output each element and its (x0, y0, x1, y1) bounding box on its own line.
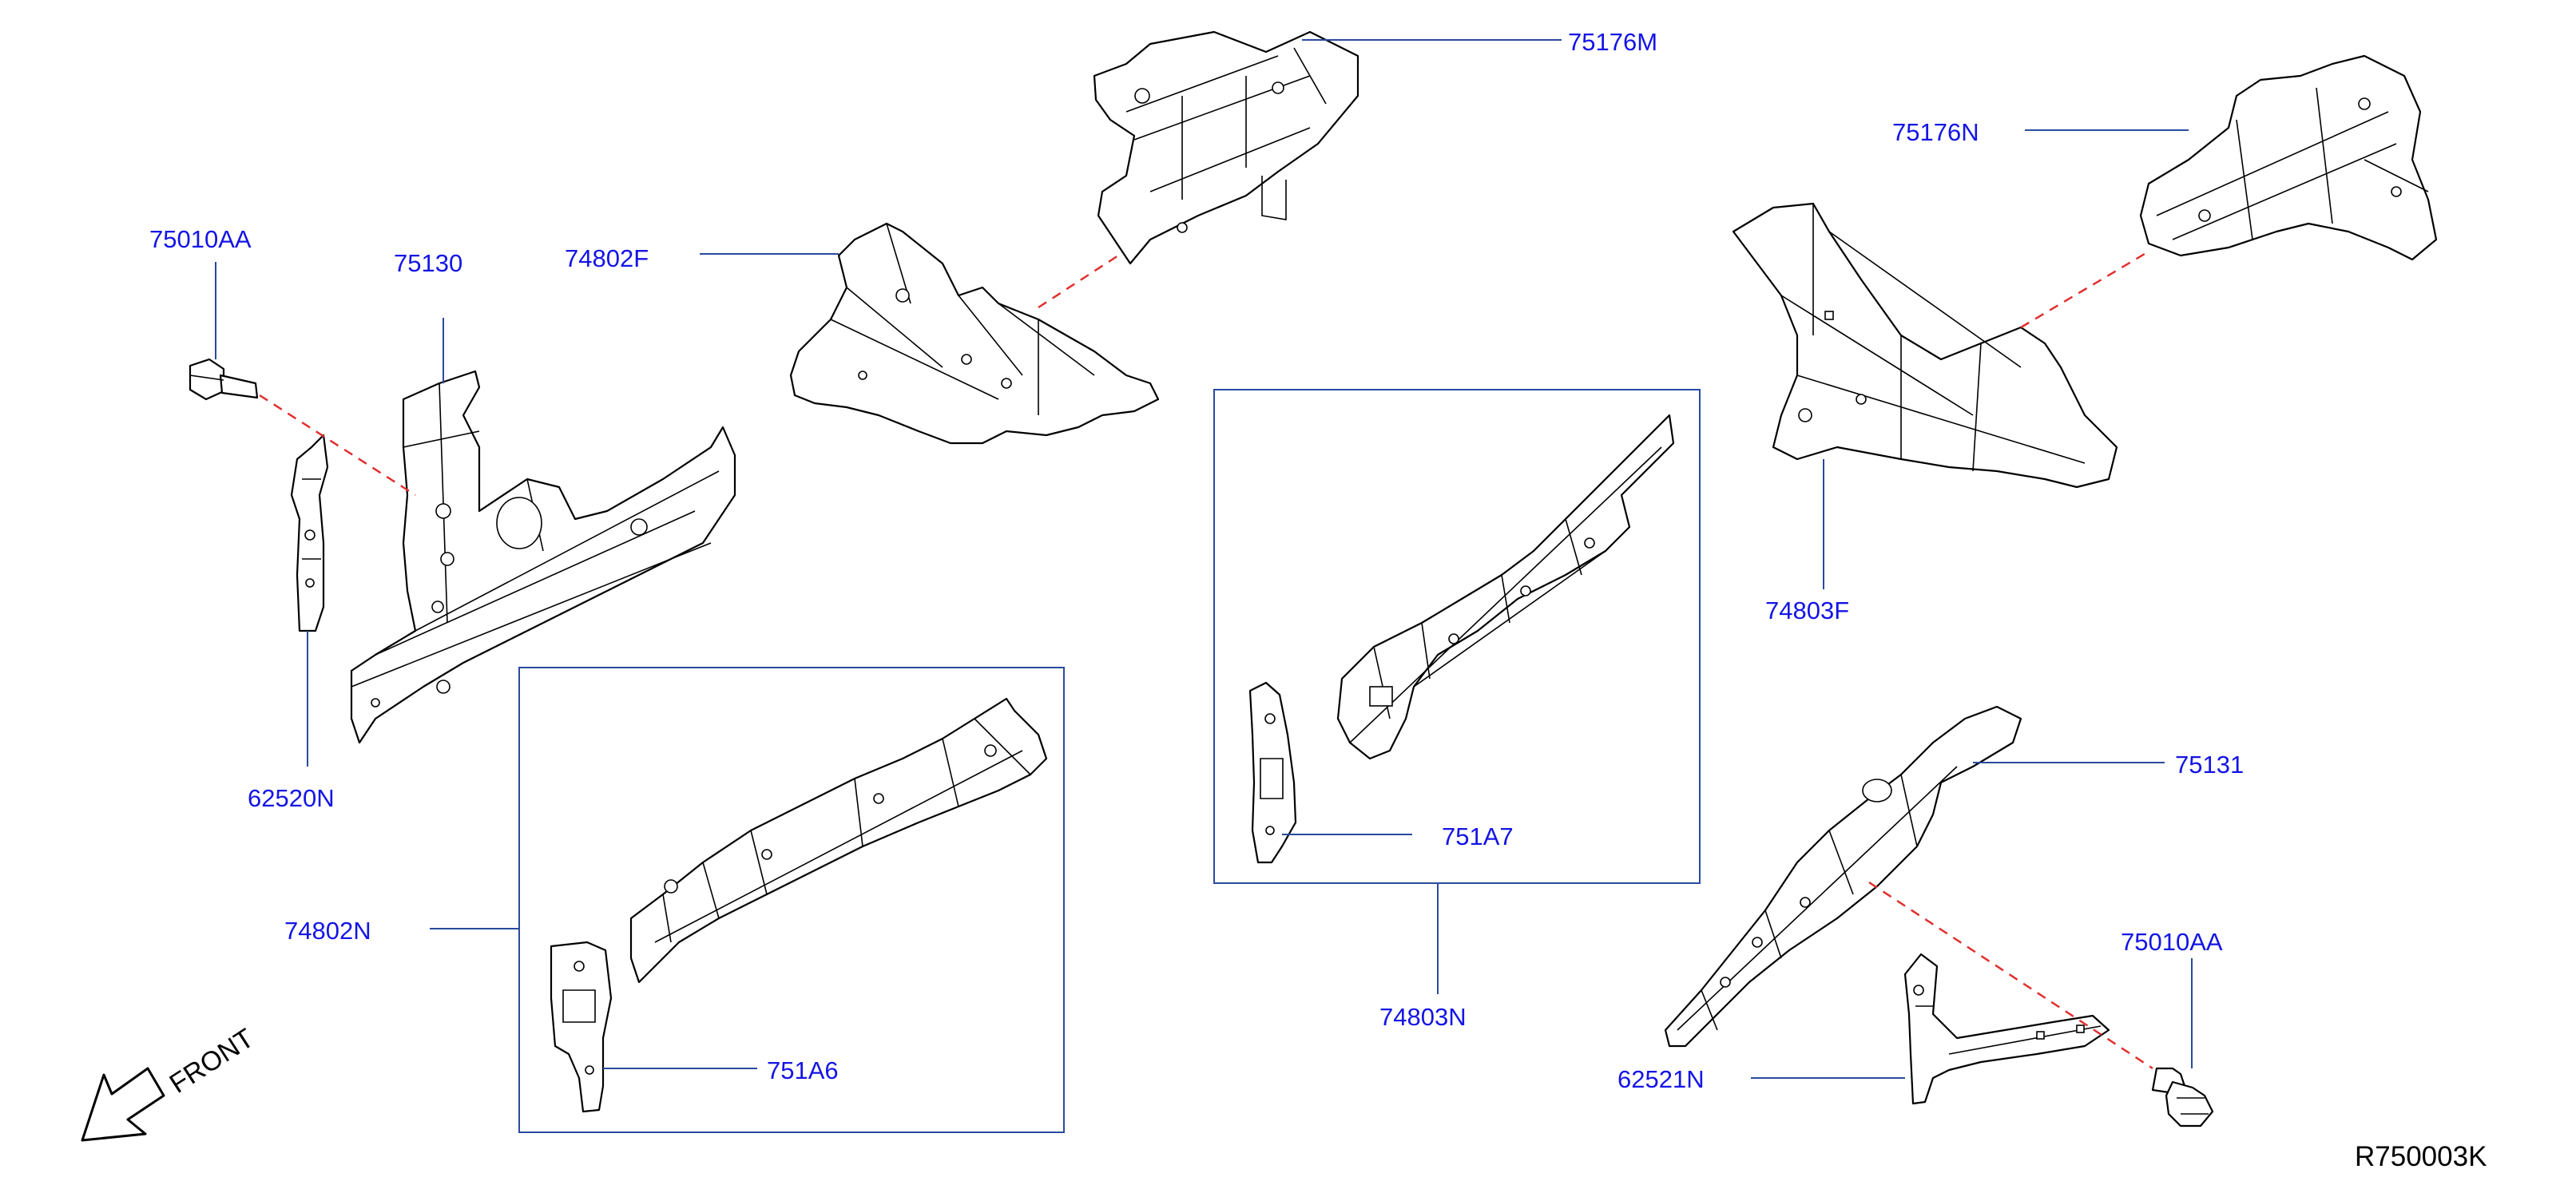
front-arrow-icon (81, 1067, 165, 1142)
alignment-lines (259, 250, 2153, 1070)
label-75130: 75130 (394, 249, 462, 277)
label-74802N: 74802N (284, 917, 371, 945)
part-751A7-illustration (1248, 681, 1297, 864)
label-75176N: 75176N (1892, 118, 1979, 146)
leader-lines (215, 39, 2193, 1079)
front-label: FRONT (165, 1023, 260, 1100)
diagram-reference-code: R750003K (2355, 1141, 2487, 1172)
label-74803F: 74803F (1765, 596, 1849, 624)
group-box-74803N (1213, 389, 1701, 884)
part-62521N-illustration (1903, 953, 2110, 1105)
part-74802F-illustration (789, 222, 1160, 445)
label-751A7: 751A7 (1442, 822, 1514, 850)
label-74802F: 74802F (565, 244, 649, 272)
part-74802N-illustration (629, 697, 1048, 984)
part-75176N-illustration (2139, 54, 2438, 261)
part-74803F-illustration (1732, 202, 2118, 489)
part-75130-illustration (350, 370, 736, 744)
part-74803N-illustration (1336, 414, 1675, 760)
part-751A6-illustration (550, 941, 613, 1113)
part-75176M-illustration (1093, 30, 1359, 265)
label-62521N: 62521N (1617, 1065, 1705, 1093)
front-indicator: FRONT (81, 1023, 260, 1142)
part-75010AA-left-illustration (189, 358, 259, 401)
group-box-74802N (518, 667, 1065, 1133)
label-75010AA-left: 75010AA (149, 225, 252, 253)
label-751A6: 751A6 (767, 1056, 839, 1084)
part-75131-illustration (1664, 705, 2022, 1048)
label-75176M: 75176M (1568, 28, 1657, 56)
label-75010AA-right: 75010AA (2121, 928, 2223, 956)
part-62520N-illustration (290, 434, 329, 632)
label-75131: 75131 (2175, 751, 2244, 779)
label-74803N: 74803N (1379, 1003, 1467, 1031)
part-75010AA-right-illustration (2151, 1067, 2214, 1128)
label-62520N: 62520N (248, 784, 335, 812)
